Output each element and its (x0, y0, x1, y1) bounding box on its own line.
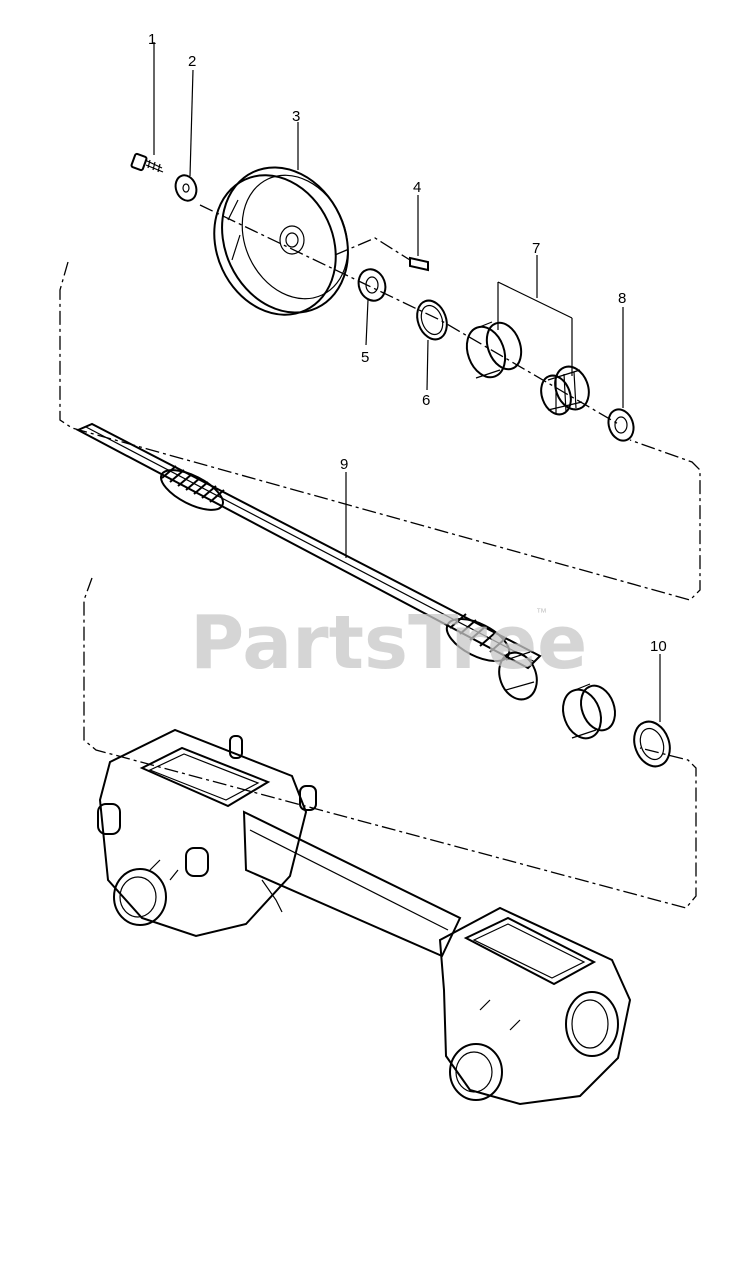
lower-assembly-outline (83, 577, 697, 909)
thrust-washer-part[interactable] (354, 266, 389, 305)
callout-label-2: 2 (188, 53, 196, 70)
pulley-part[interactable] (192, 147, 371, 335)
end-washer-part[interactable] (604, 406, 637, 444)
bearing-cone-part[interactable] (536, 362, 595, 419)
watermark-trademark: ™ (536, 607, 547, 619)
callout-label-9: 9 (340, 456, 348, 473)
callout-label-1: 1 (148, 31, 156, 48)
callout-label-8: 8 (618, 290, 626, 307)
key-part[interactable] (409, 256, 429, 272)
callout-label-6: 6 (422, 392, 430, 409)
watermark-text: PartsTree (190, 600, 587, 686)
callout-label-3: 3 (292, 108, 300, 125)
key-guide-line (334, 237, 411, 261)
bearing-cup-part[interactable] (460, 318, 527, 383)
callout-label-4: 4 (413, 179, 421, 196)
washer-part[interactable] (172, 172, 200, 203)
transmission-housing[interactable] (97, 728, 632, 1106)
shaft-centerline (199, 204, 621, 426)
worm-thread-lower (445, 613, 538, 701)
worm-thread-upper (160, 465, 225, 511)
lower-washer-part[interactable] (628, 717, 676, 772)
bolt-part[interactable] (130, 152, 164, 173)
worm-shaft-part[interactable] (75, 422, 543, 705)
callout-label-10: 10 (650, 638, 667, 655)
lower-bearing-cup-part[interactable] (557, 681, 621, 744)
callout-label-7: 7 (532, 240, 540, 257)
snap-ring-part[interactable] (412, 296, 452, 343)
upper-assembly-outline (59, 261, 701, 601)
leader-lines (153, 42, 661, 722)
callout-label-5: 5 (361, 349, 369, 366)
